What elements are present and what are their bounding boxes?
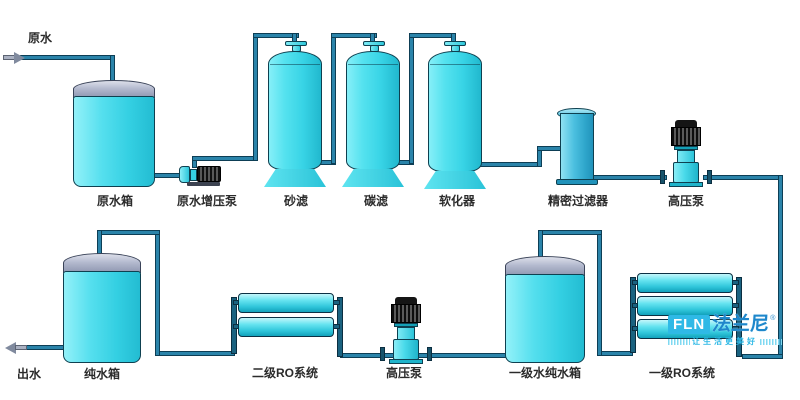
- precision-filter-body: [560, 113, 594, 180]
- label-high-pressure-pump-1: 高压泵: [667, 194, 705, 208]
- booster-pump: [179, 162, 225, 188]
- pump-left-flange: [380, 347, 385, 361]
- brand-watermark: FLN 法兰尼 ® 让生活更美好: [668, 314, 796, 347]
- ro1-membrane-1: [637, 273, 733, 293]
- pipe-top-softener: [409, 33, 456, 38]
- vessel-shoulder-line: [430, 64, 480, 65]
- label-booster-pump: 原水增压泵: [176, 194, 238, 208]
- pump-motor-fins-icon: [671, 127, 701, 146]
- pure-water-tank-dome: [63, 253, 141, 273]
- label-raw-water-in: 原水: [27, 31, 53, 45]
- ro1-right-manifold: [736, 277, 742, 357]
- pump-left-flange: [660, 170, 665, 184]
- ro2-membrane-1: [238, 293, 334, 313]
- pump-motor-fins-icon: [391, 304, 421, 323]
- sand-filter-vessel: [268, 51, 322, 170]
- pipe-ro2-left-out: [155, 351, 235, 356]
- pump-collar: [394, 323, 418, 327]
- label-carbon-filter: 碳滤: [363, 194, 389, 208]
- high-pressure-pump-1: [660, 120, 712, 188]
- brand-tagline: 让生活更美好: [692, 337, 758, 346]
- pipe-over-stage1-tank: [538, 230, 602, 235]
- pure-water-tank: [63, 271, 141, 363]
- label-high-pressure-pump-2: 高压泵: [385, 366, 423, 380]
- hatch-pattern-right: [760, 338, 782, 345]
- pump-base: [187, 182, 220, 186]
- label-softener: 软化器: [438, 194, 476, 208]
- label-sand-filter: 砂滤: [283, 194, 309, 208]
- raw-water-tank-dome: [73, 80, 155, 98]
- pump-volute: [190, 169, 197, 181]
- pump-body: [393, 339, 419, 360]
- label-precision-filter: 精密过滤器: [547, 194, 609, 208]
- pipe-top-sand: [253, 33, 299, 38]
- pipe-ro1-riser: [597, 230, 602, 356]
- label-raw-water-tank: 原水箱: [96, 194, 134, 208]
- arrow-shaft: [15, 345, 27, 350]
- water-outlet-arrow: [5, 342, 29, 354]
- vessel-shoulder-line: [270, 64, 320, 65]
- pipe-softener-out: [478, 162, 542, 167]
- label-stage2-ro-system: 二级RO系统: [251, 366, 319, 380]
- pump-motor-cap: [675, 120, 697, 127]
- pump-inlet-head: [179, 166, 190, 183]
- high-pressure-pump-2: [380, 297, 432, 365]
- stage1-pure-water-tank: [505, 274, 585, 363]
- pump-base-plate: [669, 182, 703, 187]
- ro2-membrane-2: [238, 317, 334, 337]
- pipe-ro2-riser: [155, 230, 160, 356]
- brand-abbr-logo: FLN: [668, 315, 711, 334]
- raw-water-tank: [73, 96, 155, 187]
- pump-right-flange: [707, 170, 712, 184]
- registered-trademark-icon: ®: [770, 315, 776, 322]
- softener-skirt: [424, 171, 486, 189]
- pipe-pump1-out: [703, 175, 783, 180]
- stage1-tank-dome: [505, 256, 585, 276]
- pipe-precision-to-pump: [592, 175, 667, 180]
- watermark-logo-row: FLN 法兰尼 ®: [668, 314, 796, 335]
- pipe-over-pure-tank: [97, 230, 160, 235]
- pipe-ro1-left-out: [599, 351, 633, 356]
- pump-motor-cap: [395, 297, 417, 304]
- label-pure-water-tank: 纯水箱: [83, 367, 121, 381]
- ro1-left-manifold: [630, 277, 636, 353]
- hatch-pattern-left: [668, 338, 690, 345]
- pipe-inlet-horizontal: [20, 55, 115, 60]
- pump-collar: [674, 146, 698, 150]
- carbon-filter-skirt: [342, 169, 404, 187]
- pipe-top-carbon: [331, 33, 377, 38]
- carbon-filter-vessel: [346, 51, 400, 170]
- watermark-tagline-row: 让生活更美好: [668, 336, 796, 347]
- arrow-head-left-icon: [5, 342, 16, 354]
- pipe-to-ro1-right: [742, 354, 783, 359]
- pipe-riser-carbon: [331, 33, 336, 164]
- label-stage1-ro-system: 一级RO系统: [648, 366, 716, 380]
- sand-filter-skirt: [264, 169, 326, 187]
- pump-body: [673, 162, 699, 183]
- pipe-riser-sand: [253, 33, 258, 161]
- softener-vessel: [428, 51, 482, 172]
- pump-base-plate: [389, 359, 423, 364]
- precision-filter-base: [556, 179, 598, 185]
- pipe-booster-horizontal: [192, 156, 258, 161]
- label-water-out: 出水: [16, 367, 42, 381]
- label-stage1-pure-water-tank: 一级水纯水箱: [508, 366, 582, 380]
- raw-water-inlet-arrow: [3, 52, 27, 64]
- pipe-riser-softener: [409, 33, 414, 164]
- arrow-head-right-icon: [14, 52, 25, 64]
- pump-right-flange: [427, 347, 432, 361]
- pump-motor-icon: [197, 166, 221, 182]
- brand-name-cn: 法兰尼: [711, 314, 770, 335]
- vessel-shoulder-line: [348, 64, 398, 65]
- ro1-membrane-2: [637, 296, 733, 316]
